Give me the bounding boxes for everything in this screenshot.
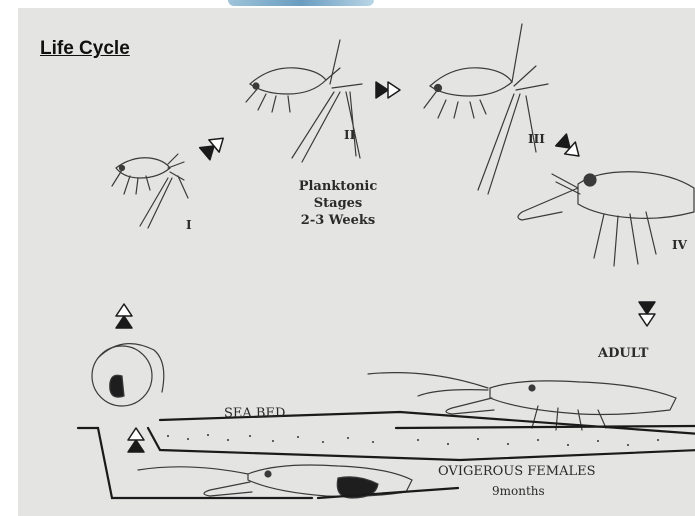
larva-stage-3: [424, 24, 548, 194]
sea-bed-label: SEA BED: [224, 406, 285, 421]
sediment-dots: [167, 434, 659, 446]
diagram-sheet: Life Cycle I II III IV Planktonic Stages…: [18, 8, 695, 516]
adult-label: ADULT: [598, 346, 648, 361]
stage-1-label: I: [186, 218, 192, 232]
diagram-title: Life Cycle: [40, 38, 130, 60]
sea-bed: [78, 412, 695, 498]
arrow-female-to-egg-icon: [128, 428, 144, 452]
arrow-3-to-4-icon: [556, 134, 585, 162]
stage-3-label: III: [528, 132, 545, 146]
arrow-2-to-3-icon: [376, 82, 400, 98]
planktonic-line-2: Stages: [290, 195, 386, 212]
life-cycle-illustration: [18, 8, 695, 516]
planktonic-stages-label: Planktonic Stages 2-3 Weeks: [290, 178, 386, 229]
stage-2-label: II: [344, 128, 355, 142]
ovigerous-female-lobster: [138, 465, 412, 498]
postlarva-stage-4: [518, 172, 694, 266]
larva-stage-1: [112, 154, 188, 228]
arrow-4-to-adult-icon: [639, 302, 655, 326]
ovigerous-females-label: OVIGEROUS FEMALES: [438, 464, 596, 479]
larva-stage-2: [246, 40, 362, 162]
arrow-1-to-2-icon: [200, 132, 229, 160]
planktonic-line-3: 2-3 Weeks: [290, 212, 386, 229]
stage-4-label: IV: [672, 238, 687, 252]
egg-hatching: [92, 344, 164, 406]
arrow-egg-to-1-icon: [116, 304, 132, 328]
ovigerous-duration-label: 9months: [492, 484, 545, 498]
top-color-strip: [228, 0, 374, 6]
planktonic-line-1: Planktonic: [290, 178, 386, 195]
